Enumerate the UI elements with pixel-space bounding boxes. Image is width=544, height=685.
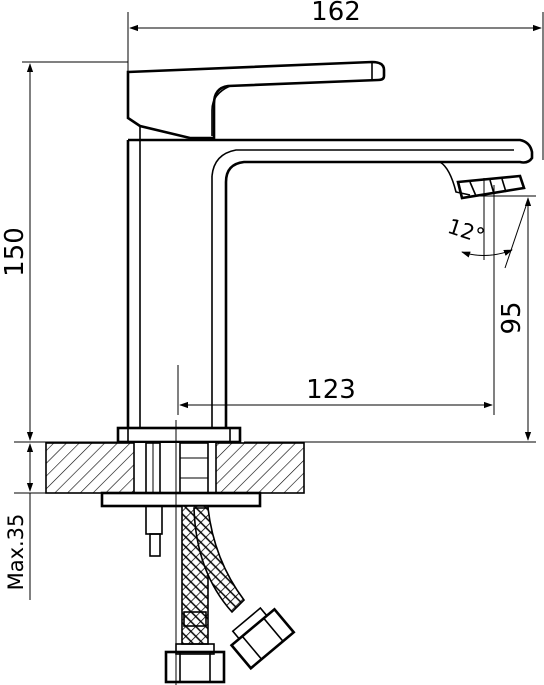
braided-hose-bent [193,507,246,614]
width-dimension-label: 162 [311,0,361,27]
hose-nut-angled [229,606,296,671]
lever-handle [126,60,386,140]
countertop-section [45,442,305,494]
spout-reach-dimension-label: 123 [306,375,356,405]
spout-height-dimension: 95 [244,195,536,443]
height-dimension: 150 [0,61,128,443]
faucet-body [126,138,534,428]
spout-angle-label: 12° [445,214,488,248]
spout-reach-dimension: 123 [177,185,495,415]
hose-nut-straight [164,643,226,684]
deck-thickness-dimension: Max.35 [4,443,60,600]
aerator [456,174,526,200]
height-dimension-label: 150 [0,227,30,277]
base-flange [116,426,242,444]
mounting-plate [100,491,262,508]
spout-height-dimension-label: 95 [497,301,527,334]
deck-thickness-label: Max.35 [4,514,28,591]
width-dimension: 162 [127,0,544,160]
